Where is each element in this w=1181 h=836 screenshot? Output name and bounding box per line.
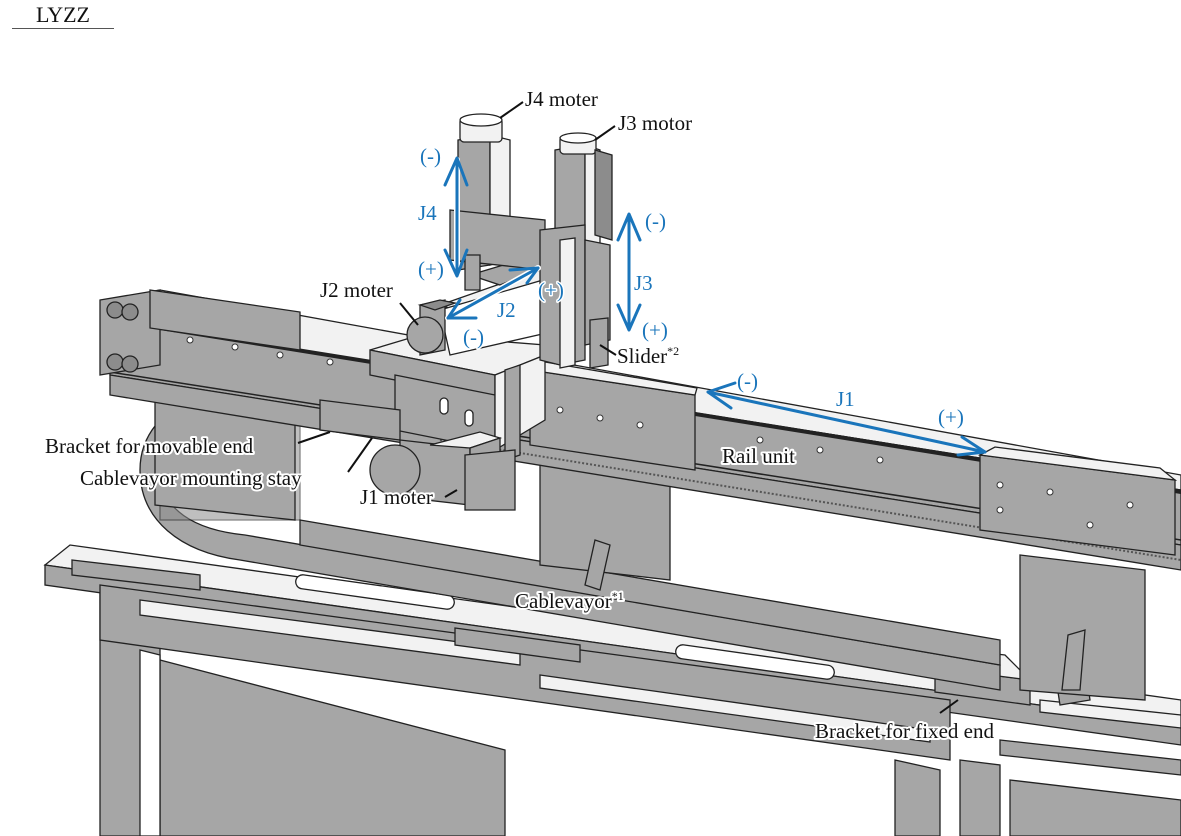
document-header-title: LYZZ <box>12 2 114 29</box>
label-slider-text: Slider <box>617 344 667 368</box>
label-rail-unit: Rail unit <box>722 444 795 468</box>
j1-plus-label: (+) <box>938 405 964 429</box>
j4-column <box>449 113 546 291</box>
label-j4-motor: J4 moter <box>525 87 598 111</box>
j4-axis-arrow <box>443 156 469 278</box>
base-frame <box>43 544 1181 836</box>
j4-name-label: J4 <box>418 201 437 225</box>
label-bracket-fixed-end: Bracket for fixed end <box>815 719 995 743</box>
axis-arrows <box>443 156 987 457</box>
label-j2-motor: J2 moter <box>320 278 393 302</box>
leader-lines <box>297 101 959 714</box>
j2-name-label: J2 <box>497 298 516 322</box>
label-bracket-movable-end: Bracket for movable end <box>45 434 254 458</box>
j1-name-label: J1 <box>836 387 855 411</box>
part-labels: J4 moter J3 motor J2 moter Slider*2 Rail… <box>43 85 997 745</box>
axis-labels: (-) J4 (+) (-) J3 (+) (+) J2 (-) (-) J1 … <box>417 143 966 431</box>
label-slider: Slider*2 <box>617 344 679 368</box>
rail-supports <box>154 384 1146 701</box>
label-j1-motor: J1 moter <box>360 485 433 509</box>
j2-plus-label: (+) <box>538 278 564 302</box>
label-j3-motor: J3 motor <box>618 111 692 135</box>
j4-minus-label: (-) <box>420 144 441 168</box>
label-cablevayor: Cablevayor*1 <box>515 589 624 613</box>
j2-minus-label: (-) <box>463 325 484 349</box>
label-slider-note: *2 <box>667 344 679 358</box>
label-cablevayor-note: *1 <box>612 589 624 603</box>
label-cablevayor-mounting-stay: Cablevayor mounting stay <box>80 466 302 490</box>
j1-axis-arrow <box>706 381 987 457</box>
j4-plus-label: (+) <box>418 257 444 281</box>
label-cablevayor-text: Cablevayor <box>515 589 612 613</box>
j3-column <box>539 132 613 369</box>
j2-axis-arrow <box>445 265 541 321</box>
j3-name-label: J3 <box>634 271 653 295</box>
j3-plus-label: (+) <box>642 318 668 342</box>
j3-axis-arrow <box>616 212 642 332</box>
j3-minus-label: (-) <box>645 209 666 233</box>
j1-minus-label: (-) <box>737 369 758 393</box>
